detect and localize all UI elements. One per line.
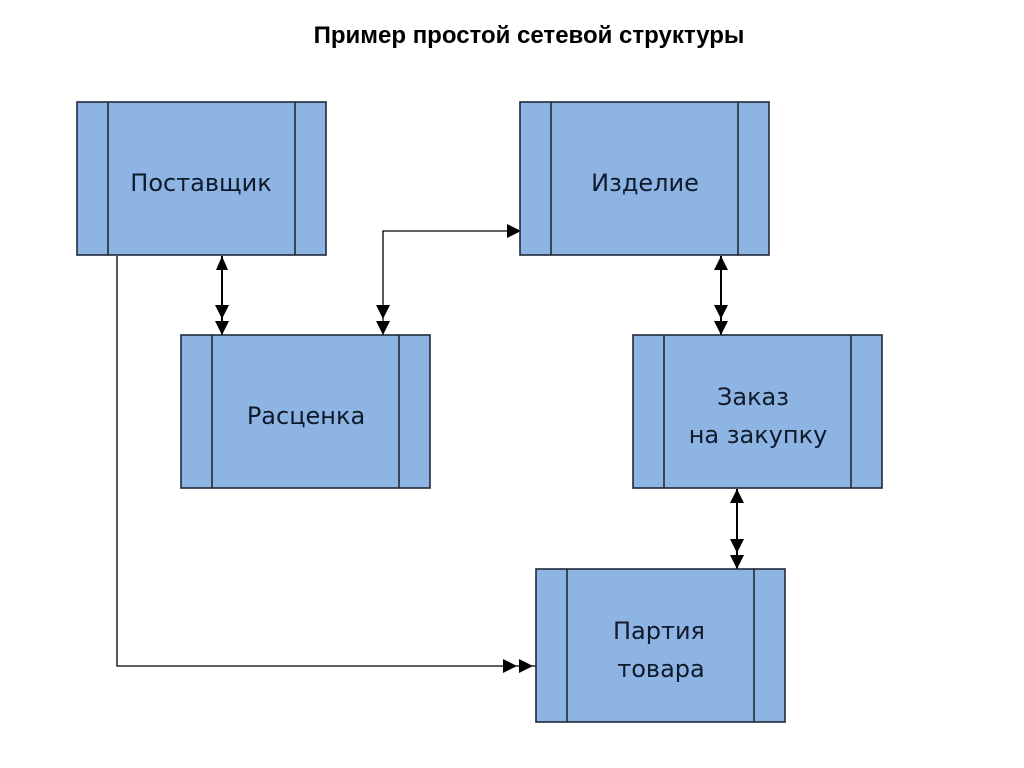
arrowhead-one-icon — [216, 256, 228, 270]
arrowhead-many-icon — [376, 305, 390, 319]
entity-box-pricing[interactable] — [180, 334, 431, 489]
edge-product-pricing — [376, 224, 521, 335]
entity-box-product[interactable] — [519, 101, 770, 256]
edge-supplier-pricing — [215, 256, 229, 335]
arrowhead-many-icon — [714, 321, 728, 335]
arrowhead-one-icon — [730, 489, 744, 503]
edge-purchase-order-goods-batch — [730, 489, 744, 569]
node-label-supplier: Поставщик — [130, 169, 271, 197]
entity-box-purchase-order[interactable] — [632, 334, 883, 489]
arrowhead-one-icon — [714, 256, 728, 270]
node-label-product: Изделие — [591, 169, 699, 197]
entity-box-goods-batch[interactable] — [535, 568, 786, 723]
arrowhead-one-icon — [507, 224, 521, 238]
arrowhead-many-icon — [714, 305, 728, 319]
edge-supplier-goods-batch — [116, 256, 537, 673]
node-label-goods-batch-line2: товара — [617, 655, 704, 683]
diagram-title: Пример простой сетевой структуры — [313, 22, 745, 49]
arrowhead-many-icon — [503, 659, 517, 673]
arrowhead-many-icon — [215, 305, 229, 319]
node-label-purchase-order-line1: Заказ — [717, 383, 789, 411]
arrowhead-many-icon — [376, 321, 390, 335]
node-label-pricing: Расценка — [247, 402, 365, 430]
node-label-goods-batch-line1: Партия — [613, 617, 705, 645]
arrowhead-many-icon — [730, 539, 744, 553]
arrowhead-many-icon — [730, 555, 744, 569]
edge-product-purchase-order — [714, 256, 728, 335]
node-label-purchase-order-line2: на закупку — [689, 421, 828, 449]
arrowhead-many-icon — [215, 321, 229, 335]
arrowhead-many-icon — [519, 659, 533, 673]
entity-box-supplier[interactable] — [76, 101, 327, 256]
